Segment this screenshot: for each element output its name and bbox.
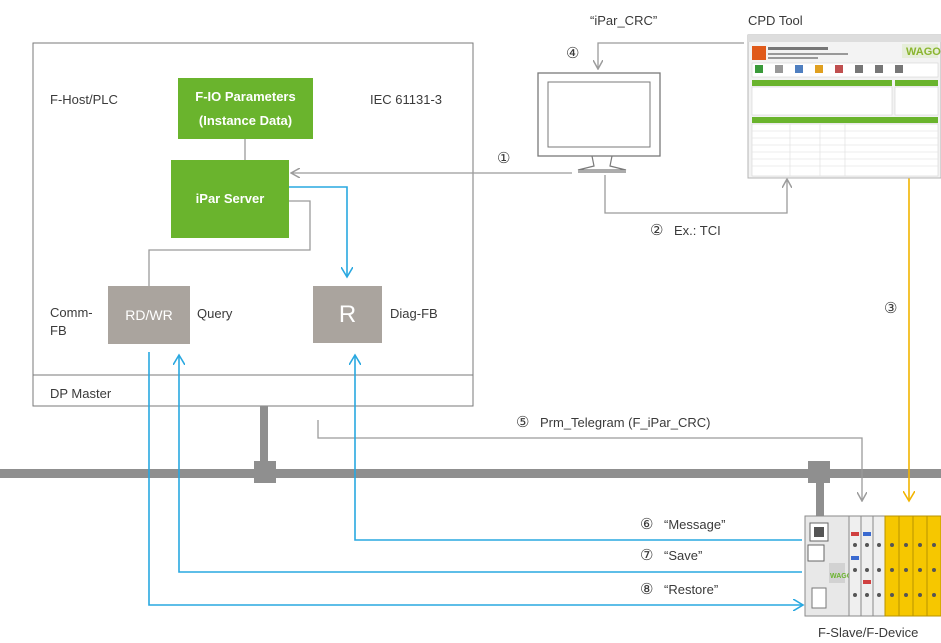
comm-fb-label: Comm- FB <box>50 305 93 338</box>
step-2-number: ② <box>650 222 664 239</box>
svg-text:WAGO: WAGO <box>830 573 853 580</box>
device-bus-connector <box>808 461 830 483</box>
step-7-number: ⑦ <box>640 547 654 564</box>
plc-bus-connector <box>254 461 276 483</box>
step-6-label: “Message” <box>664 517 726 532</box>
fieldbus <box>0 469 941 478</box>
r-box: R <box>313 286 382 343</box>
step-6-number: ⑥ <box>640 516 654 533</box>
device-bus-drop <box>816 470 824 522</box>
svg-text:WAGO: WAGO <box>906 46 941 58</box>
cpd-tool-label: CPD Tool <box>748 13 803 28</box>
plc-bus-drop <box>260 406 268 470</box>
cpd-tool-screenshot: WAGO <box>747 34 941 179</box>
dp-master-label: DP Master <box>50 386 112 401</box>
step-4-number: ④ <box>566 45 580 62</box>
plc-frame <box>32 42 474 407</box>
fio-parameters-box: F-IO Parameters (Instance Data) <box>178 78 313 139</box>
monitor-icon <box>537 72 661 173</box>
step-8-number: ⑧ <box>640 581 654 598</box>
device-label: F-Slave/F-Device <box>818 625 919 640</box>
standard-label: IEC 61131-3 <box>370 92 443 107</box>
plc-title: F-Host/PLC <box>50 92 118 107</box>
query-label: Query <box>197 306 233 321</box>
step-3-number: ③ <box>884 300 898 317</box>
f-device-icon: WAGO <box>804 515 941 617</box>
rdwr-box: RD/WR <box>108 286 190 344</box>
ipar-server-box: iPar Server <box>171 160 289 238</box>
step-8-label: “Restore” <box>664 582 719 597</box>
step-5-number: ⑤ <box>516 414 530 431</box>
diag-fb-label: Diag-FB <box>390 306 438 321</box>
ipar-crc-label: “iPar_CRC” <box>590 13 658 28</box>
step-5-label: Prm_Telegram (F_iPar_CRC) <box>540 415 711 430</box>
step-7-label: “Save” <box>664 548 703 563</box>
step-1-number: ① <box>497 150 511 167</box>
step-2-label: Ex.: TCI <box>674 223 721 238</box>
